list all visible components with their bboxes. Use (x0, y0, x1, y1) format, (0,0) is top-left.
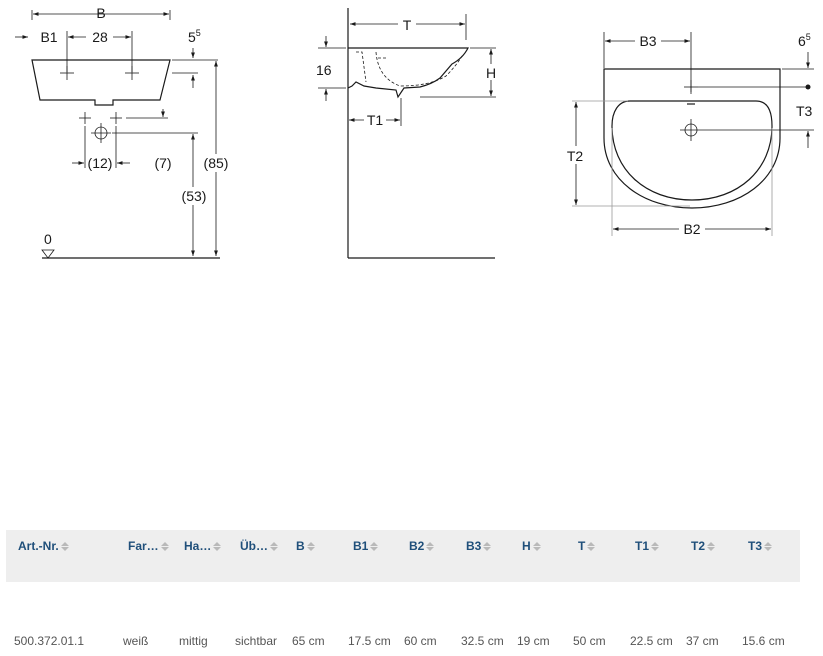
cell-art-nr: 500.372.01.1 (14, 634, 85, 648)
column-header-ueberlauf[interactable]: Üb… (240, 539, 278, 553)
column-header-b3[interactable]: B3 (466, 539, 492, 553)
sort-icon[interactable] (60, 541, 69, 551)
dim-b3-label: B3 (639, 33, 656, 49)
sort-icon[interactable] (707, 541, 716, 551)
table-header: Art.-Nr. Far… Ha… Üb… B B1 B2 B3 H T T1 … (6, 530, 800, 582)
cell-h: 19 cm (517, 634, 550, 648)
dim-t2-label: T2 (567, 148, 584, 164)
cell-ueberlauf: sichtbar (235, 634, 278, 648)
sort-icon[interactable] (764, 541, 773, 551)
column-header-t3[interactable]: T3 (748, 539, 773, 553)
front-view: B B1 28 55 (12) (7) (15, 5, 231, 259)
column-header-farbe[interactable]: Far… (128, 539, 169, 553)
cell-t: 50 cm (573, 634, 606, 648)
cell-t2: 37 cm (686, 634, 719, 648)
sort-icon[interactable] (306, 541, 315, 551)
dim-7-label: (7) (154, 155, 171, 171)
floor-zero-label: 0 (44, 231, 52, 247)
column-header-t2[interactable]: T2 (691, 539, 716, 553)
sort-icon[interactable] (370, 541, 379, 551)
dim-6-5-label: 65 (798, 32, 811, 49)
sort-icon[interactable] (160, 541, 169, 551)
dim-t3-label: T3 (796, 103, 813, 119)
dim-b-label: B (96, 5, 105, 21)
column-header-t1[interactable]: T1 (635, 539, 660, 553)
dim-28-label: 28 (92, 29, 108, 45)
sort-icon[interactable] (213, 541, 222, 551)
column-header-hahnloch[interactable]: Ha… (184, 539, 222, 553)
cell-t3: 15.6 cm (742, 634, 785, 648)
dim-85-label: (85) (204, 155, 229, 171)
cell-b: 65 cm (292, 634, 325, 648)
cell-b2: 60 cm (404, 634, 437, 648)
dim-b1-label: B1 (40, 29, 57, 45)
sort-icon[interactable] (651, 541, 660, 551)
sort-icon[interactable] (483, 541, 492, 551)
dim-53-label: (53) (182, 188, 207, 204)
column-header-b1[interactable]: B1 (353, 539, 379, 553)
cell-b3: 32.5 cm (461, 634, 504, 648)
dim-t-label: T (403, 17, 412, 33)
dim-t1-label: T1 (367, 112, 384, 128)
sort-icon[interactable] (426, 541, 435, 551)
side-view: T 16 H T1 (316, 8, 499, 259)
technical-drawing: B B1 28 55 (12) (7) (15, 5, 814, 259)
sort-icon[interactable] (532, 541, 541, 551)
cell-farbe: weiß (123, 634, 149, 648)
dim-h-label: H (486, 65, 496, 81)
column-header-h[interactable]: H (522, 539, 541, 553)
column-header-art-nr[interactable]: Art.-Nr. (18, 539, 69, 553)
column-header-b2[interactable]: B2 (409, 539, 435, 553)
dim-5-5-label: 55 (188, 28, 201, 45)
dim-16-label: 16 (316, 62, 332, 78)
table-row: 500.372.01.1 weiß mittig sichtbar 65 cm … (6, 634, 800, 654)
cell-t1: 22.5 cm (630, 634, 673, 648)
column-header-b[interactable]: B (296, 539, 315, 553)
plan-view: B3 65 T3 T2 B2 (562, 32, 814, 238)
spec-table: Art.-Nr. Far… Ha… Üb… B B1 B2 B3 H T T1 … (6, 530, 800, 648)
sort-icon[interactable] (587, 541, 596, 551)
dim-b2-label: B2 (683, 221, 700, 237)
cell-hahnloch: mittig (179, 634, 208, 648)
dim-12-label: (12) (88, 155, 113, 171)
sort-icon[interactable] (270, 541, 278, 551)
cell-b1: 17.5 cm (348, 634, 391, 648)
column-header-t[interactable]: T (578, 539, 596, 553)
